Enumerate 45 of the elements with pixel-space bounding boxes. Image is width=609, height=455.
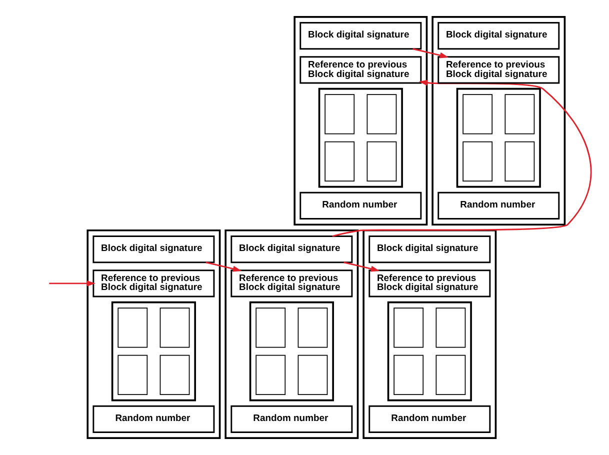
node-box xyxy=(462,94,493,134)
node-box xyxy=(462,141,493,182)
node-box: Random number xyxy=(300,192,422,220)
cluster xyxy=(456,88,541,188)
node-box xyxy=(324,94,355,134)
arrow xyxy=(206,262,242,272)
node-box: Block digital signature xyxy=(92,236,215,264)
node-box xyxy=(256,308,286,348)
cluster xyxy=(111,301,196,402)
cluster xyxy=(387,301,472,402)
node-box: Random number xyxy=(92,405,215,433)
node-box xyxy=(394,308,424,348)
node-box xyxy=(436,308,466,348)
node-box xyxy=(394,354,424,395)
cluster xyxy=(318,88,403,188)
node-box xyxy=(366,94,397,134)
cluster xyxy=(432,16,566,226)
node-box: Reference to previous Block digital signature xyxy=(368,270,491,298)
node-box: Random number xyxy=(230,405,353,433)
node-box: Reference to previous Block digital signature xyxy=(92,270,215,298)
node-box xyxy=(504,94,535,134)
node-box xyxy=(298,354,328,395)
node-box: Block digital signature xyxy=(368,236,491,264)
node-box xyxy=(118,354,148,395)
node-box xyxy=(504,141,535,182)
arrow xyxy=(49,280,96,286)
node-box xyxy=(160,308,190,348)
node-box xyxy=(366,141,397,182)
cluster xyxy=(362,230,497,439)
node-box xyxy=(436,354,466,395)
node-box xyxy=(118,308,148,348)
node-box xyxy=(256,354,286,395)
node-box: Reference to previous Block digital signature xyxy=(438,56,560,84)
node-box: Reference to previous Block digital signature xyxy=(230,270,353,298)
cluster xyxy=(224,230,359,439)
node-box xyxy=(160,354,190,395)
node-box: Block digital signature xyxy=(230,236,353,264)
node-box: Reference to previous Block digital signature xyxy=(300,56,422,84)
node-box: Random number xyxy=(438,192,560,220)
node-box: Block digital signature xyxy=(300,22,422,50)
node-box: Random number xyxy=(368,405,491,433)
node-box xyxy=(324,141,355,182)
node-box: Block digital signature xyxy=(438,22,560,50)
cluster xyxy=(249,301,334,402)
node-box xyxy=(298,308,328,348)
